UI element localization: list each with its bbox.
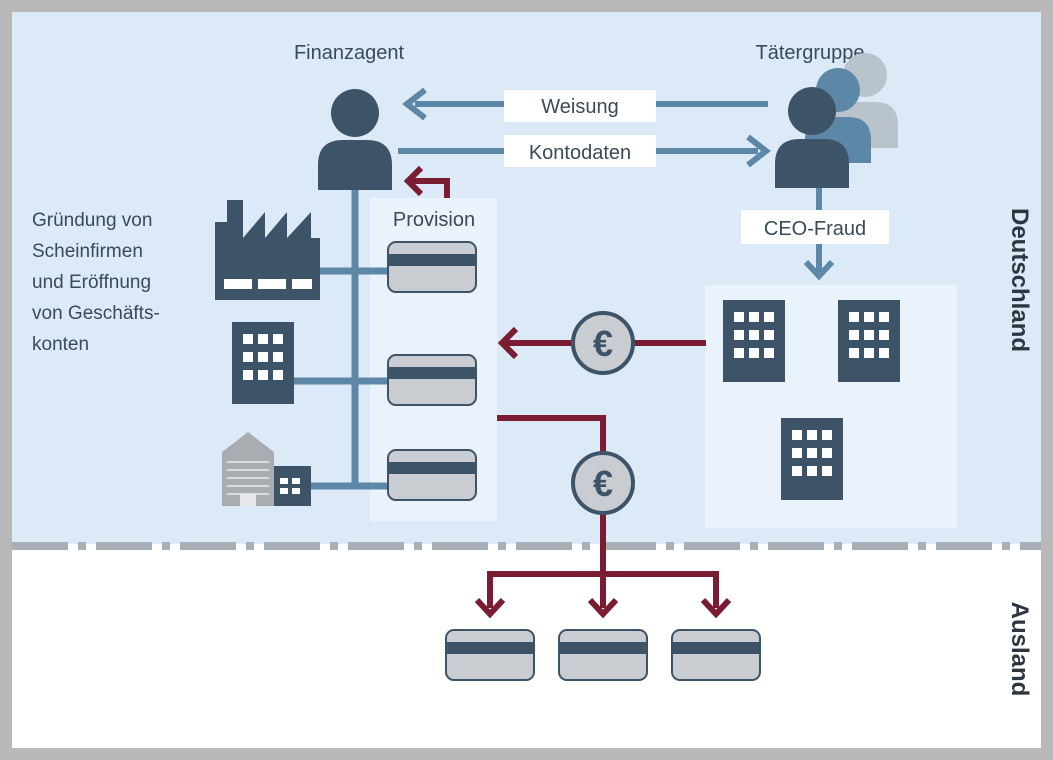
bank-card-icon xyxy=(445,629,535,681)
setup-note-line: von Geschäfts- xyxy=(32,303,160,324)
bank-card-icon xyxy=(671,629,761,681)
ceo-fraud-arrow: CEO-Fraud xyxy=(741,188,889,281)
region-label-domestic: Deutschland xyxy=(1006,208,1033,352)
company-building-icon xyxy=(781,418,843,500)
account-data-arrow: Kontodaten xyxy=(398,134,771,168)
agent-label: Finanzagent xyxy=(294,42,405,64)
euro-coin-icon: € xyxy=(571,451,635,515)
setup-note-line: Gründung von xyxy=(32,210,152,231)
account-data-label: Kontodaten xyxy=(529,142,631,164)
group-icon xyxy=(775,53,898,188)
instruction-arrow: Weisung xyxy=(402,87,768,122)
outgoing-money-flow: € xyxy=(474,415,732,619)
company-building-icon xyxy=(838,300,900,382)
perpetrators-label: Tätergruppe xyxy=(756,42,865,64)
region-label-abroad: Ausland xyxy=(1006,602,1033,697)
euro-coin-icon: € xyxy=(571,311,635,375)
person-icon xyxy=(318,89,392,190)
ceo-fraud-label: CEO-Fraud xyxy=(764,218,866,240)
warehouse-icon xyxy=(222,432,311,506)
instruction-label: Weisung xyxy=(541,96,618,118)
incoming-money-flow: € xyxy=(497,311,706,375)
company-building-icon xyxy=(723,300,785,382)
setup-note-line: und Eröffnung xyxy=(32,272,151,293)
commission-label: Provision xyxy=(393,209,475,231)
euro-symbol: € xyxy=(593,323,613,364)
office-building-icon xyxy=(232,322,294,404)
bank-card-icon xyxy=(387,354,477,406)
setup-note-line: konten xyxy=(32,334,89,355)
factory-icon xyxy=(215,200,320,300)
agent-connector-lines xyxy=(292,190,390,490)
euro-symbol: € xyxy=(593,463,613,504)
setup-note-line: Scheinfirmen xyxy=(32,241,143,262)
setup-note: Gründung von Scheinfirmen und Eröffnung … xyxy=(32,210,165,355)
commission-arrow: Provision xyxy=(393,165,475,231)
bank-card-icon xyxy=(387,449,477,501)
bank-card-icon xyxy=(558,629,648,681)
bank-card-icon xyxy=(387,241,477,293)
